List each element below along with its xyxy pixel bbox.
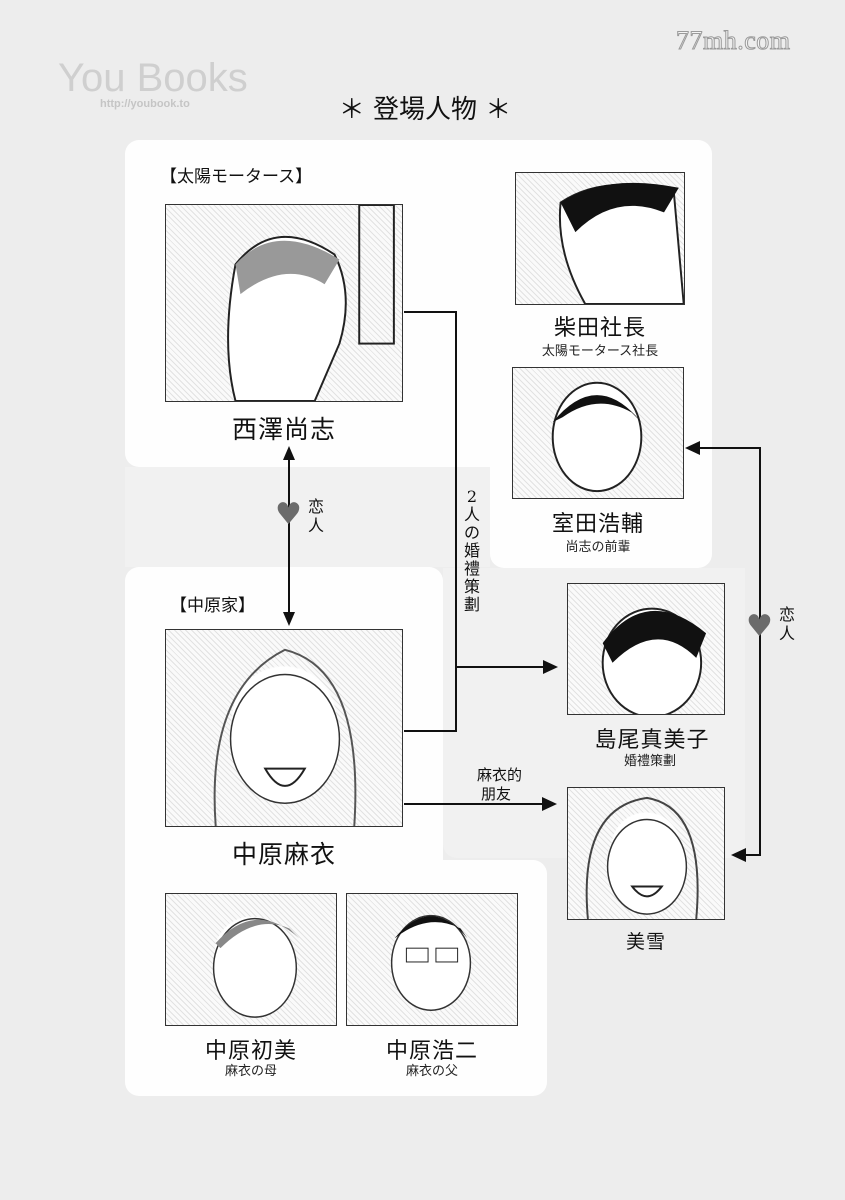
person-illustration-icon [558, 182, 684, 304]
youbooks-watermark: You Books [58, 56, 248, 100]
name-koji: 中原浩二 [385, 1039, 478, 1064]
lovers-line-1 [288, 455, 290, 615]
person-illustration-icon [213, 648, 357, 826]
name-nishizawa: 西澤尚志 [231, 415, 336, 444]
wedding-line-vertical [455, 311, 457, 731]
hatsumi-portrait [165, 893, 337, 1026]
arrow-down-icon [283, 612, 295, 626]
murota-portrait [512, 367, 684, 499]
wedding-plan-char: 劃 [463, 595, 480, 614]
lovers-label-2: 恋人 [778, 605, 795, 643]
shimao-portrait [567, 583, 725, 715]
lovers-line-2-top [697, 447, 760, 449]
arrow-left-icon [731, 848, 746, 862]
lightbg-left [125, 467, 490, 567]
name-murota: 室田浩輔 [551, 512, 644, 537]
miyuki-portrait [567, 787, 725, 920]
role-murota: 尚志の前輩 [565, 540, 631, 555]
person-illustration-icon [390, 914, 472, 1011]
arrow-up-icon [283, 446, 295, 460]
lovers-label-1: 恋人 [307, 497, 324, 535]
wedding-line-top [404, 311, 456, 313]
wedding-plan-char: 2 [466, 487, 478, 506]
heart-icon: ♥ [746, 609, 773, 644]
friend-line [404, 803, 544, 805]
role-shimao: 婚禮策劃 [623, 754, 676, 769]
wedding-plan-char: 人 [463, 505, 480, 524]
arrow-right-icon [542, 797, 557, 811]
role-hatsumi: 麻衣の母 [224, 1064, 277, 1079]
person-illustration-icon [227, 205, 395, 401]
name-shibata: 柴田社長 [553, 316, 646, 341]
shibata-portrait [515, 172, 685, 305]
person-illustration-icon [601, 607, 707, 714]
wedding-plan-label: 2 人 の 婚 禮 策 劃 [461, 488, 483, 614]
arrow-right-icon [543, 660, 558, 674]
person-illustration-icon [551, 381, 643, 493]
wedding-plan-char: 禮 [463, 559, 480, 578]
nishizawa-portrait [165, 204, 403, 402]
name-miyuki: 美雪 [625, 931, 666, 953]
name-hatsumi: 中原初美 [204, 1039, 297, 1064]
lovers-line-2-vertical [759, 447, 761, 855]
role-shibata: 太陽モータース社長 [541, 344, 659, 359]
name-nakahara-mai: 中原麻衣 [231, 840, 336, 869]
site-watermark: 77mh.com [676, 26, 791, 56]
youbooks-url: http://youbook.to [100, 98, 190, 110]
wedding-plan-char: の [463, 523, 480, 542]
group-label-nakahara: 【中原家】 [170, 596, 255, 616]
friend-label-line1: 麻衣的 [477, 766, 523, 784]
wedding-line-to-shimao [455, 666, 545, 668]
heart-icon: ♥ [275, 497, 302, 532]
wedding-line-bottom [404, 730, 457, 732]
group-label-taiyo: 【太陽モータース】 [160, 167, 313, 187]
role-koji: 麻衣の父 [405, 1064, 458, 1079]
mai-portrait [165, 629, 403, 827]
wedding-plan-char: 策 [463, 577, 480, 596]
page-title: ＊ 登場人物 ＊ [338, 95, 512, 125]
friend-label-line2: 朋友 [481, 785, 512, 803]
person-illustration-icon [212, 917, 300, 1018]
person-illustration-icon [585, 796, 699, 919]
koji-portrait [346, 893, 518, 1026]
wedding-plan-char: 婚 [463, 541, 480, 560]
name-shimao: 島尾真美子 [594, 728, 710, 753]
arrow-left-icon [685, 441, 700, 455]
lovers-line-2-bottom [745, 854, 761, 856]
